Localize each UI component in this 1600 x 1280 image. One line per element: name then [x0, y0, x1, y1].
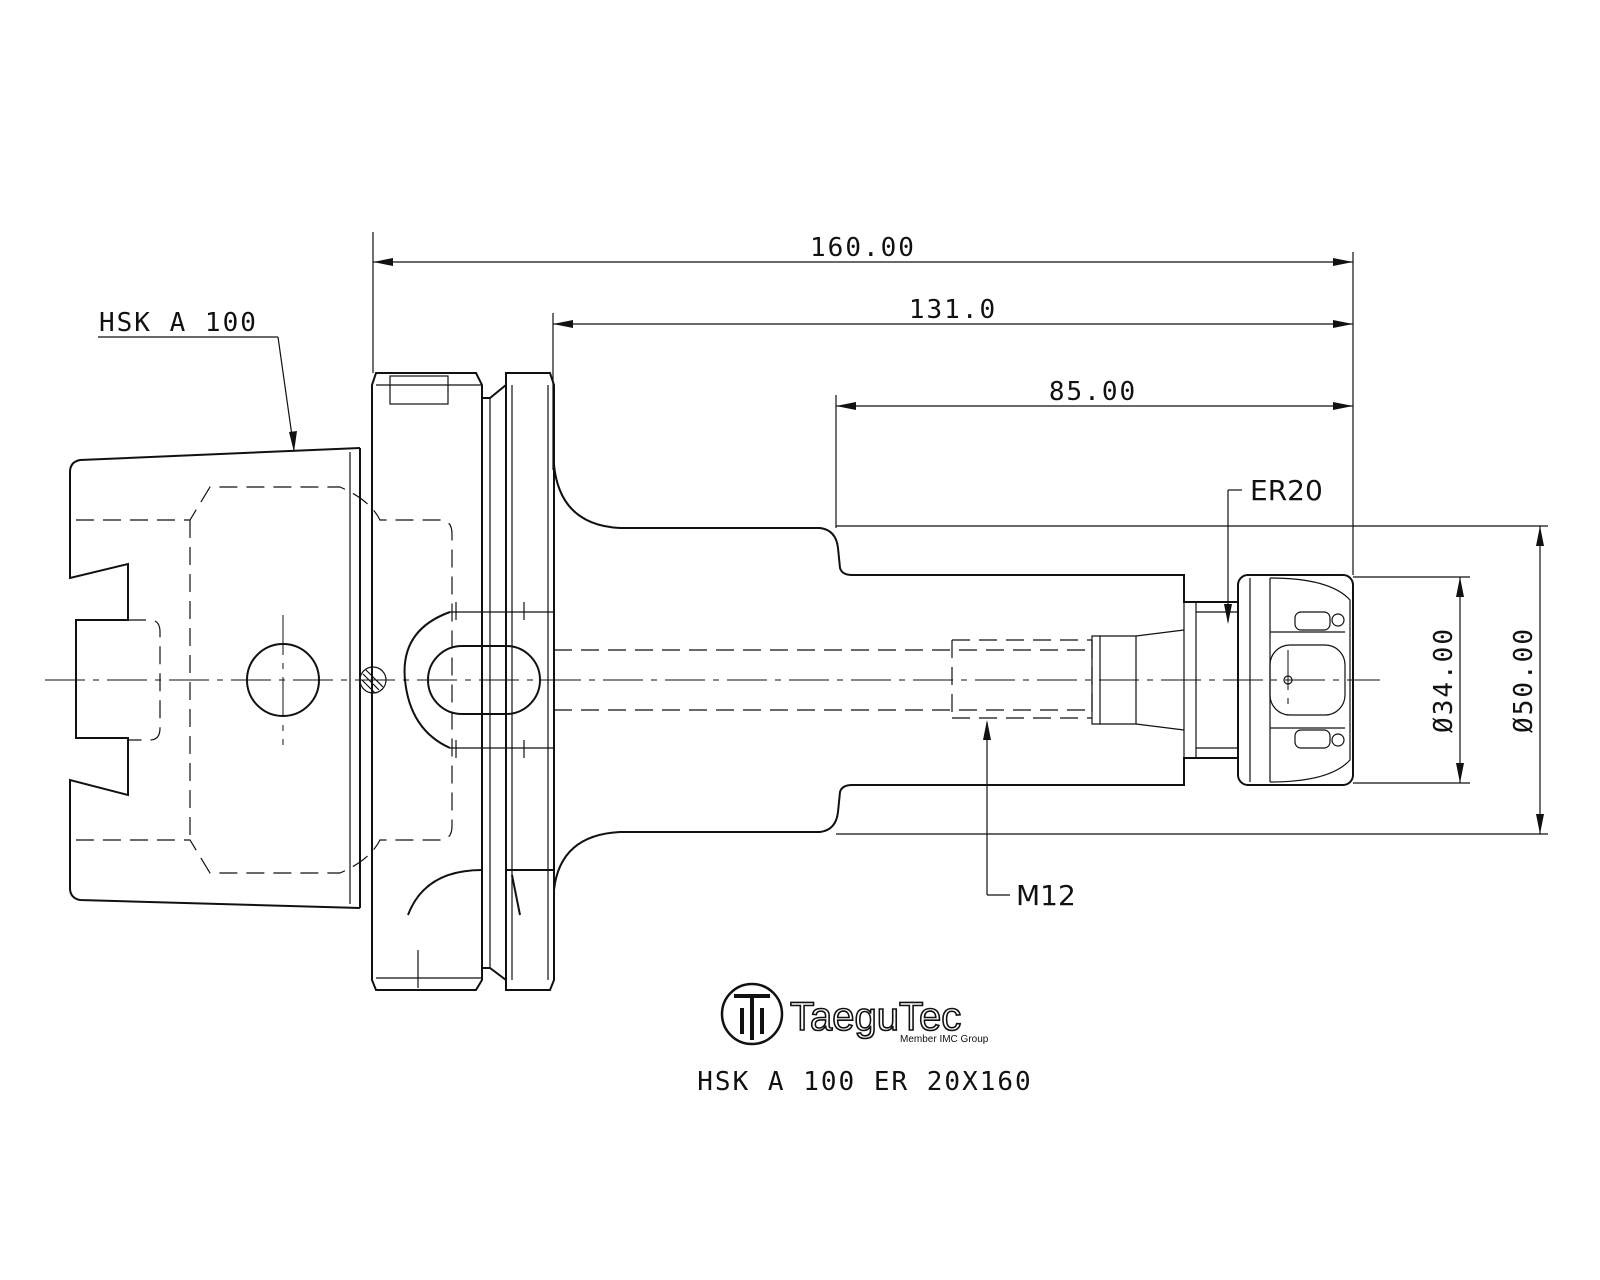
dim-nut-diameter-text: Ø34.00 — [1429, 627, 1459, 733]
logo-mark-icon — [720, 982, 784, 1046]
dim-body-length-text: 85.00 — [1049, 377, 1137, 407]
collet-nut — [1237, 574, 1354, 786]
label-thread: M12 — [1016, 879, 1076, 912]
label-taper: HSK A 100 — [99, 308, 258, 338]
coolant-window — [427, 645, 541, 715]
dimension-body-diameter — [836, 525, 1548, 835]
leader-taper — [98, 336, 297, 452]
dimension-gauge-length — [552, 313, 1353, 470]
part-code: HSK A 100 ER 20X160 — [697, 1067, 1032, 1097]
flange — [371, 372, 555, 991]
dim-gauge-length-text: 131.0 — [909, 295, 997, 325]
dimension-body-length — [835, 395, 1353, 528]
leader-thread — [983, 720, 1010, 896]
hsk-taper-shank — [69, 447, 453, 909]
holder-body — [553, 464, 1238, 891]
logo-brand: TaeguTec — [790, 995, 961, 1039]
dimension-nut-diameter — [1353, 576, 1470, 784]
dim-overall-length-text: 160.00 — [810, 233, 916, 263]
leader-collet — [1224, 489, 1242, 624]
label-collet: ER20 — [1250, 474, 1323, 507]
taegutec-logo — [720, 982, 784, 1046]
dimension-overall-length — [372, 232, 1354, 575]
dim-body-diameter-text: Ø50.00 — [1509, 627, 1539, 733]
logo-tagline: Member IMC Group — [900, 1034, 989, 1045]
